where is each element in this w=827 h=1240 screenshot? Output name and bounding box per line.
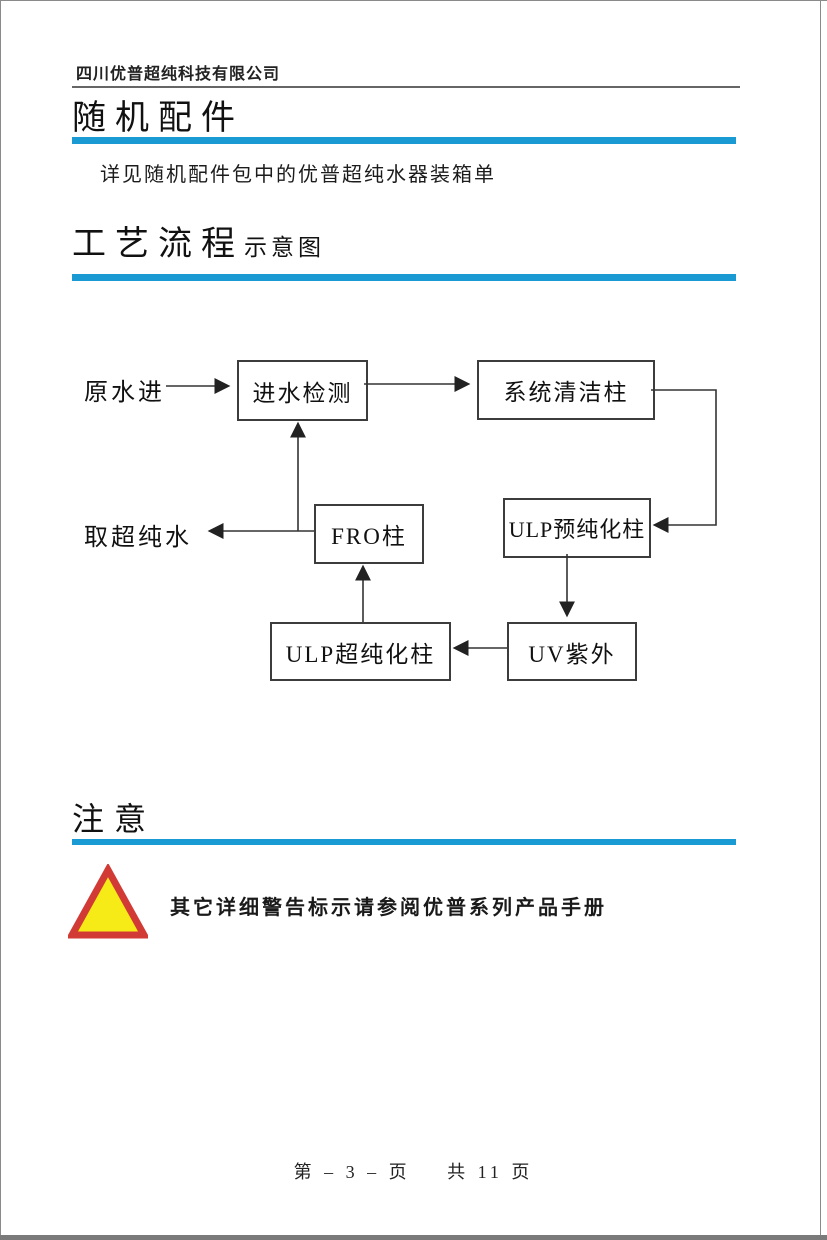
node-system-clean: 系统清洁柱 <box>477 360 655 420</box>
accent-bar-accessories <box>72 137 736 144</box>
section-title-notice: 注意 <box>72 801 157 837</box>
flow-label-raw-in: 原水进 <box>84 380 165 406</box>
page-border-right <box>820 0 821 1240</box>
node-fro: FRO柱 <box>314 504 424 564</box>
page-border-bottom <box>0 1235 827 1240</box>
warning-triangle-icon <box>68 864 148 939</box>
accent-bar-notice <box>72 839 736 845</box>
company-name: 四川优普超纯科技有限公司 <box>76 66 281 83</box>
footer-page-total: 共 11 页 <box>447 1162 534 1182</box>
notice-warning-text: 其它详细警告标示请参阅优普系列产品手册 <box>170 897 607 919</box>
node-uv: UV紫外 <box>507 622 637 681</box>
header-rule <box>72 86 740 88</box>
edge-systemclean-ulppre <box>651 389 717 533</box>
section-title-process: 工艺流程示意图 <box>72 228 325 262</box>
section-title-accessories: 随机配件 <box>72 100 244 137</box>
node-inlet-check: 进水检测 <box>237 360 368 421</box>
accessories-body: 详见随机配件包中的优普超纯水器装箱单 <box>100 164 496 186</box>
node-ulp-pre: ULP预纯化柱 <box>503 498 651 558</box>
node-ulp-ultra: ULP超纯化柱 <box>270 622 451 681</box>
flow-label-outlet: 取超纯水 <box>84 525 192 551</box>
page-footer: 第 – 3 – 页 共 11 页 <box>0 1158 827 1184</box>
accent-bar-process <box>72 274 736 281</box>
process-title-main: 工艺流程 <box>72 226 244 263</box>
footer-page-current: 第 – 3 – 页 <box>293 1162 411 1182</box>
page-border-top <box>0 0 827 1</box>
page-border-left <box>0 0 1 1240</box>
process-title-sub: 示意图 <box>244 235 325 260</box>
